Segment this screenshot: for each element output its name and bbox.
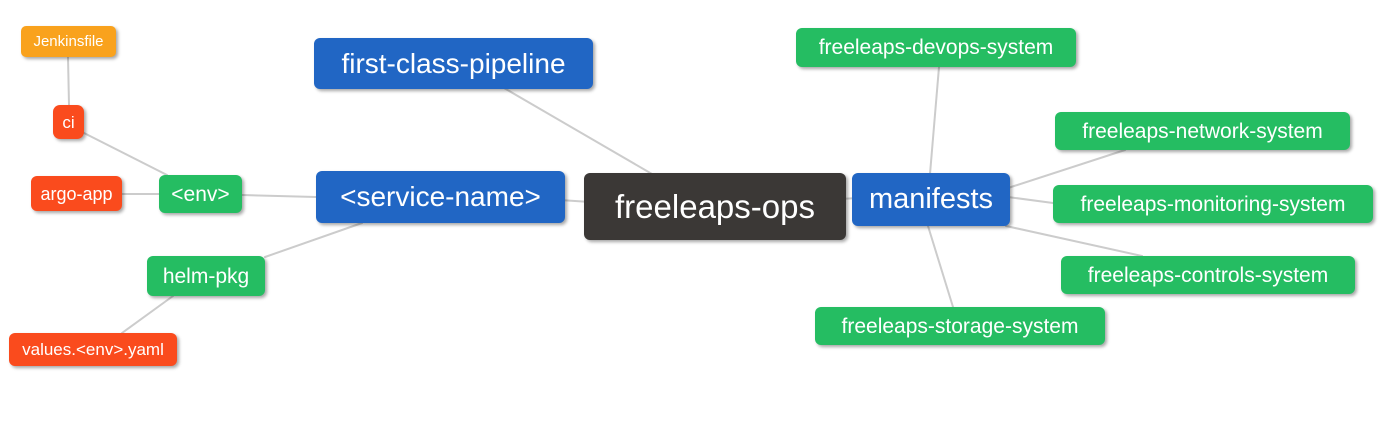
- node-manifests[interactable]: manifests: [852, 173, 1010, 226]
- node-freeleaps-storage-system[interactable]: freeleaps-storage-system: [815, 307, 1105, 345]
- node-values-env-yaml[interactable]: values.<env>.yaml: [9, 333, 177, 366]
- edge-manifests-devops-system: [929, 66, 940, 175]
- edge-helm-pkg-service-name: [264, 222, 363, 258]
- node-ci[interactable]: ci: [53, 105, 84, 139]
- edge-jenkinsfile-ci: [67, 56, 70, 106]
- edge-values-helm-pkg: [121, 295, 174, 334]
- node-freeleaps-monitoring-system[interactable]: freeleaps-monitoring-system: [1053, 185, 1373, 223]
- edge-manifests-storage-system: [927, 225, 954, 308]
- edge-manifests-controls-system: [1005, 225, 1143, 257]
- node-freeleaps-controls-system[interactable]: freeleaps-controls-system: [1061, 256, 1355, 294]
- node-freeleaps-network-system[interactable]: freeleaps-network-system: [1055, 112, 1350, 150]
- node-service-name[interactable]: <service-name>: [316, 171, 565, 223]
- node-argo-app[interactable]: argo-app: [31, 176, 122, 211]
- node-jenkinsfile[interactable]: Jenkinsfile: [21, 26, 116, 57]
- node-freeleaps-ops[interactable]: freeleaps-ops: [584, 173, 846, 240]
- edge-ci-env: [83, 132, 168, 176]
- edge-manifests-network-system: [1007, 149, 1126, 189]
- edge-first-class-pipeline-ops: [503, 87, 653, 175]
- edge-env-service-name: [241, 194, 317, 198]
- node-helm-pkg[interactable]: helm-pkg: [147, 256, 265, 296]
- node-freeleaps-devops-system[interactable]: freeleaps-devops-system: [796, 28, 1076, 67]
- edge-manifests-monitoring-system: [1007, 196, 1054, 204]
- node-first-class-pipeline[interactable]: first-class-pipeline: [314, 38, 593, 89]
- node-env[interactable]: <env>: [159, 175, 242, 213]
